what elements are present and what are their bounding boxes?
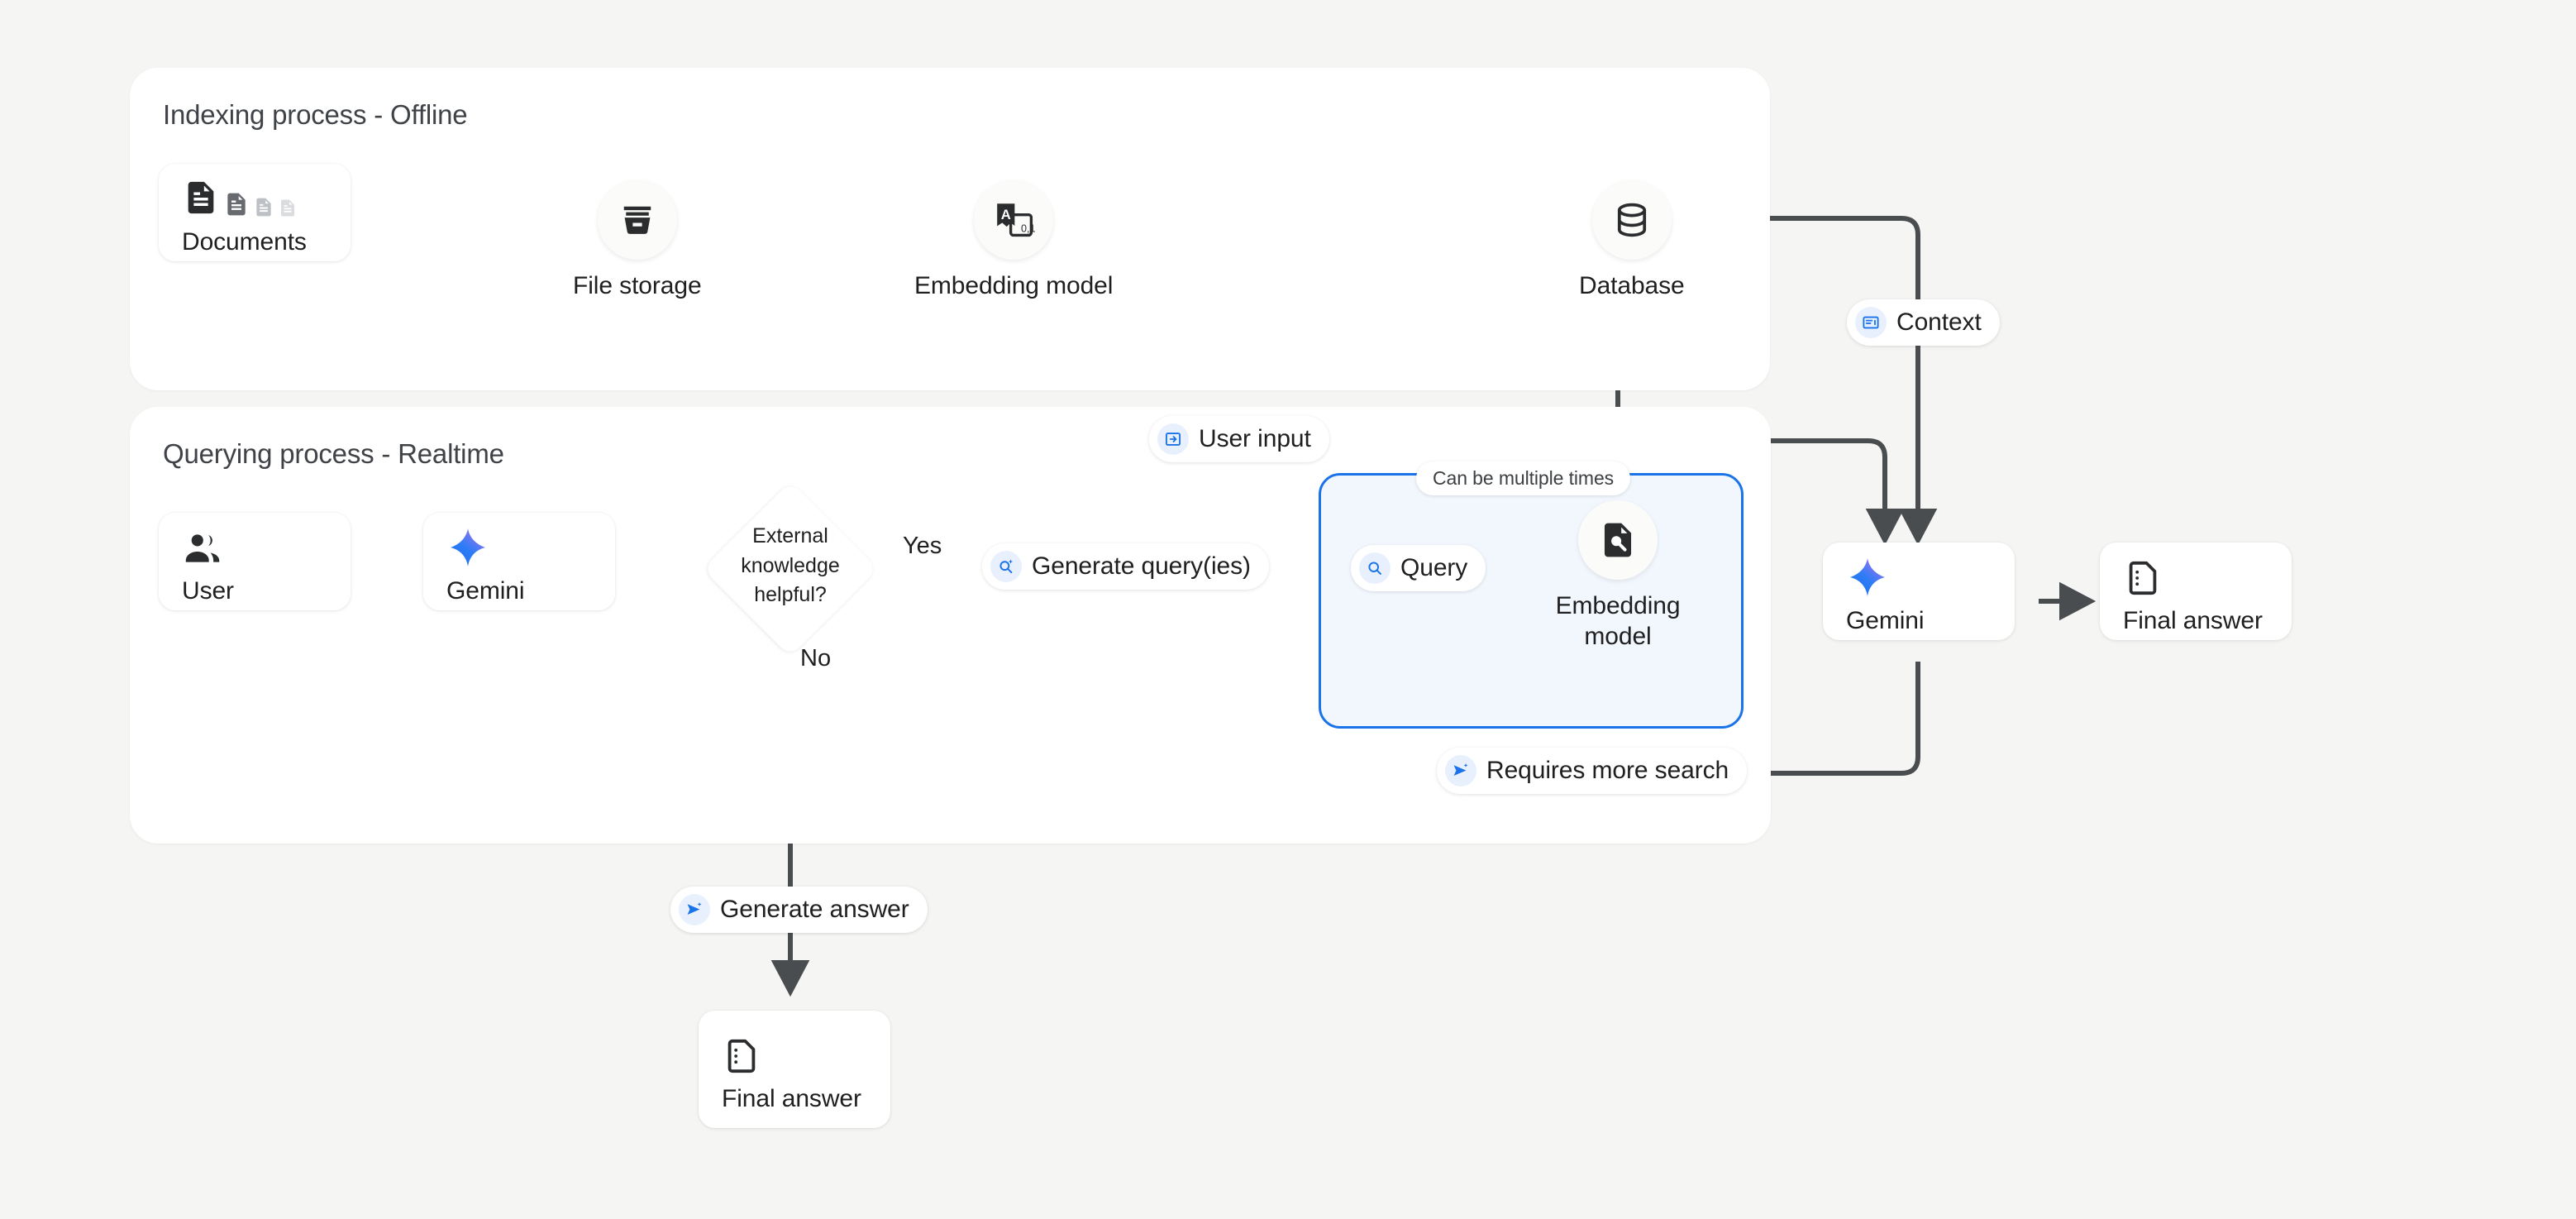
indexing-panel-title: Indexing process - Offline	[163, 99, 468, 130]
pill-requires-more-search[interactable]: Requires more search	[1437, 748, 1748, 794]
retrieval-loop-box	[1319, 473, 1744, 729]
file-storage-icon	[597, 180, 677, 260]
answer-document-icon	[722, 1025, 890, 1077]
pill-generate-answer[interactable]: Generate answer	[670, 887, 928, 933]
final-answer-right-label: Final answer	[2123, 607, 2263, 634]
node-gemini-second[interactable]: Gemini	[1823, 543, 2015, 640]
node-file-storage[interactable]: File storage	[573, 180, 702, 302]
pill-generate-queries-label: Generate query(ies)	[1032, 552, 1251, 580]
edge-label-yes: Yes	[903, 533, 942, 559]
pill-query-label: Query	[1400, 554, 1468, 581]
indexing-process-panel: Indexing process - Offline	[130, 68, 1770, 390]
pill-requires-more-search-label: Requires more search	[1486, 757, 1729, 784]
gemini-sparkle-icon	[1846, 547, 2015, 599]
answer-document-icon	[2123, 547, 2292, 599]
pill-context[interactable]: Context	[1847, 299, 2000, 346]
documents-label: Documents	[182, 228, 307, 256]
final-answer-bottom-label: Final answer	[722, 1085, 861, 1112]
pill-generate-answer-label: Generate answer	[720, 896, 909, 923]
node-gemini-first[interactable]: Gemini	[423, 513, 615, 610]
documents-icon	[182, 169, 351, 220]
pill-user-input-label: User input	[1199, 425, 1311, 452]
embedding-model-indexing-label: Embedding model	[914, 272, 1114, 299]
pill-user-input[interactable]: User input	[1149, 416, 1329, 462]
search-icon	[1359, 552, 1391, 584]
node-final-answer-right[interactable]: Final answer	[2100, 543, 2292, 640]
embedding-model-query-label: Embedding model	[1555, 592, 1681, 650]
node-database[interactable]: Database	[1579, 180, 1685, 302]
translate-embedding-icon: 0,1 A	[974, 180, 1054, 260]
svg-text:A: A	[1001, 207, 1011, 222]
node-embedding-model-query[interactable]: Embedding model	[1548, 500, 1688, 652]
user-label: User	[182, 577, 234, 605]
node-user[interactable]: User	[159, 513, 351, 610]
node-documents[interactable]: Documents	[159, 164, 351, 261]
querying-panel-title: Querying process - Realtime	[163, 438, 504, 469]
gemini-sparkle-icon	[446, 518, 615, 569]
database-icon	[1591, 180, 1672, 260]
node-embedding-model-indexing[interactable]: 0,1 A Embedding model	[914, 180, 1113, 302]
edge-label-no: No	[800, 645, 832, 672]
pill-query[interactable]: Query	[1351, 545, 1486, 591]
node-final-answer-bottom[interactable]: Final answer	[699, 1011, 890, 1128]
send-spark-icon	[679, 894, 710, 925]
users-icon	[182, 518, 351, 569]
database-label: Database	[1579, 272, 1685, 299]
node-decision-external-knowledge[interactable]: External knowledge helpful?	[702, 480, 879, 657]
pill-can-be-multiple-times-label: Can be multiple times	[1433, 467, 1615, 489]
login-icon	[1157, 423, 1189, 455]
search-spark-icon	[990, 551, 1022, 582]
file-storage-label: File storage	[573, 272, 702, 299]
gemini-first-label: Gemini	[446, 577, 525, 605]
pill-context-label: Context	[1896, 308, 1982, 336]
document-search-icon	[1578, 500, 1658, 580]
gemini-second-label: Gemini	[1846, 607, 1925, 634]
pill-can-be-multiple-times: Can be multiple times	[1416, 461, 1631, 495]
description-card-icon	[1855, 307, 1887, 338]
decision-label: External knowledge helpful?	[741, 524, 840, 606]
svg-text:0,1: 0,1	[1021, 222, 1036, 234]
pill-generate-queries[interactable]: Generate query(ies)	[982, 543, 1269, 590]
send-spark-icon	[1445, 755, 1476, 786]
